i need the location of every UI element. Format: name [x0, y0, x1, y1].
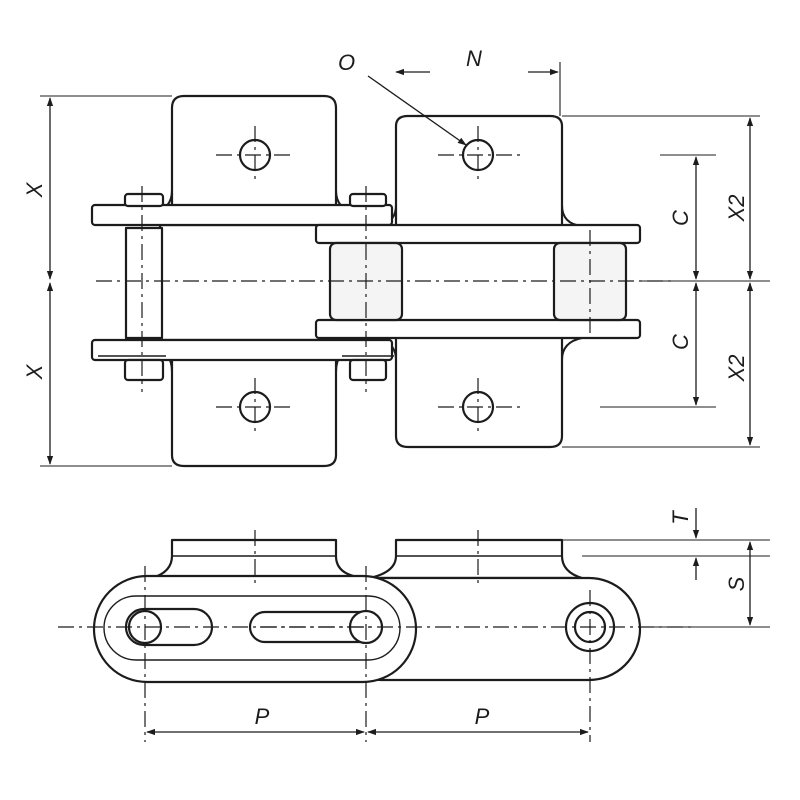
left-outer-plate-top [90, 203, 394, 227]
label-x2-upper: X2 [724, 195, 749, 223]
left-link-inner-contour [103, 595, 401, 661]
lower-right-attachment-plate [394, 328, 564, 449]
left-pin-head-top [123, 192, 165, 208]
right-inner-plate-top [314, 223, 642, 245]
left-link-body [158, 223, 338, 342]
right-attachment-tab [368, 538, 584, 580]
side-view-dimensions [146, 508, 770, 736]
bend-fillet [561, 204, 583, 227]
left-attachment-tab [150, 538, 368, 580]
label-o: O [338, 50, 355, 75]
label-n: N [466, 46, 482, 71]
left-pin-head-bottom [123, 358, 165, 382]
left-pin [124, 226, 164, 340]
left-outer-plate-bottom [90, 338, 394, 362]
top-view [90, 94, 676, 468]
label-t: T [668, 510, 693, 525]
label-x-upper: X [22, 181, 47, 198]
label-x2-lower: X2 [724, 355, 749, 383]
right-inner-plate-bottom [314, 318, 642, 340]
upper-right-attachment-plate [394, 114, 564, 242]
label-x-lower: X [22, 363, 47, 380]
middle-pin-head-bottom [348, 358, 388, 382]
dimension-labels: O N X X C C X2 X2 T S P P [22, 46, 749, 729]
label-p-right: P [475, 704, 490, 729]
dimension-o-leader [367, 75, 467, 146]
label-c-upper: C [668, 210, 693, 226]
bend-fillet [561, 337, 583, 361]
label-c-lower: C [668, 334, 693, 350]
top-view-dimensions [40, 62, 770, 467]
label-p-left: P [255, 704, 270, 729]
middle-pin-head-top [348, 192, 388, 208]
label-s: S [724, 576, 749, 591]
side-view [58, 530, 696, 742]
